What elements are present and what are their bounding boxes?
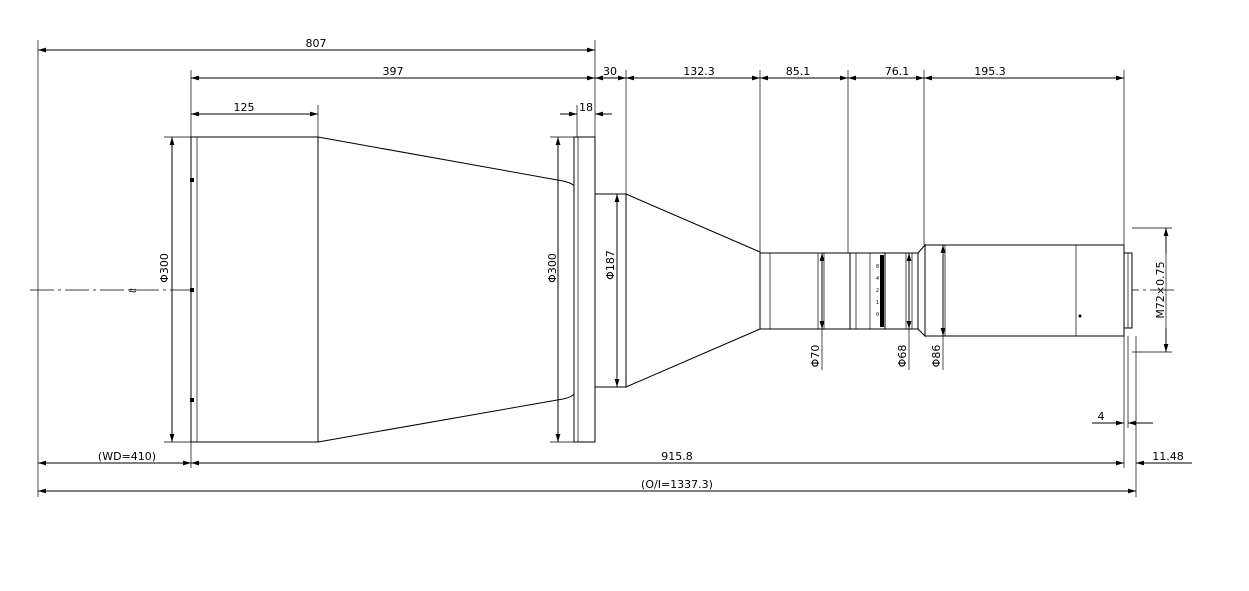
mount-thread: M72×0.75 xyxy=(1154,261,1167,318)
front-barrel xyxy=(190,136,319,443)
diameter-dimensions: Φ300 Φ300 Φ187 Φ70 Φ68 Φ86 M72×0.75 xyxy=(158,136,1172,443)
cone-base xyxy=(594,193,627,388)
dim-oi: (O/I=1337.3) xyxy=(641,478,713,491)
dim-807: 807 xyxy=(306,37,327,50)
dim-85: 85.1 xyxy=(786,65,811,78)
dia-187: Φ187 xyxy=(604,250,617,280)
svg-text:8: 8 xyxy=(876,264,879,270)
horizontal-dimensions: 807 397 30 132.3 85.1 76.1 195.3 125 18 … xyxy=(37,37,1192,497)
barrel-70 xyxy=(759,252,851,330)
dim-915: 915.8 xyxy=(661,450,693,463)
dim-30: 30 xyxy=(603,65,617,78)
svg-text:0: 0 xyxy=(876,312,879,318)
dim-195: 195.3 xyxy=(974,65,1006,78)
dia-front-300: Φ300 xyxy=(158,253,171,283)
dia-70: Φ70 xyxy=(809,345,822,368)
dia-68: Φ68 xyxy=(896,345,909,368)
svg-text:1: 1 xyxy=(876,300,879,306)
dim-1148: 11.48 xyxy=(1152,450,1184,463)
dim-132: 132.3 xyxy=(683,65,715,78)
break-symbol: ≈ xyxy=(128,284,137,297)
rear-cone xyxy=(625,193,761,388)
dim-4: 4 xyxy=(1098,410,1105,423)
dim-397: 397 xyxy=(383,65,404,78)
dim-125: 125 xyxy=(234,101,255,114)
dia-86: Φ86 xyxy=(930,345,943,368)
focus-ring xyxy=(849,252,886,330)
lens-body: 8 4 2 1 0 xyxy=(190,136,1133,443)
dia-flange-300: Φ300 xyxy=(546,253,559,283)
svg-text:4: 4 xyxy=(876,276,879,282)
dim-76: 76.1 xyxy=(885,65,910,78)
iris-ring xyxy=(884,252,919,330)
svg-text:2: 2 xyxy=(876,288,879,294)
dim-18: 18 xyxy=(579,101,593,114)
front-cone xyxy=(317,136,575,443)
dim-wd: (WD=410) xyxy=(98,450,156,463)
rear-body xyxy=(924,244,1125,337)
flange xyxy=(573,136,596,443)
